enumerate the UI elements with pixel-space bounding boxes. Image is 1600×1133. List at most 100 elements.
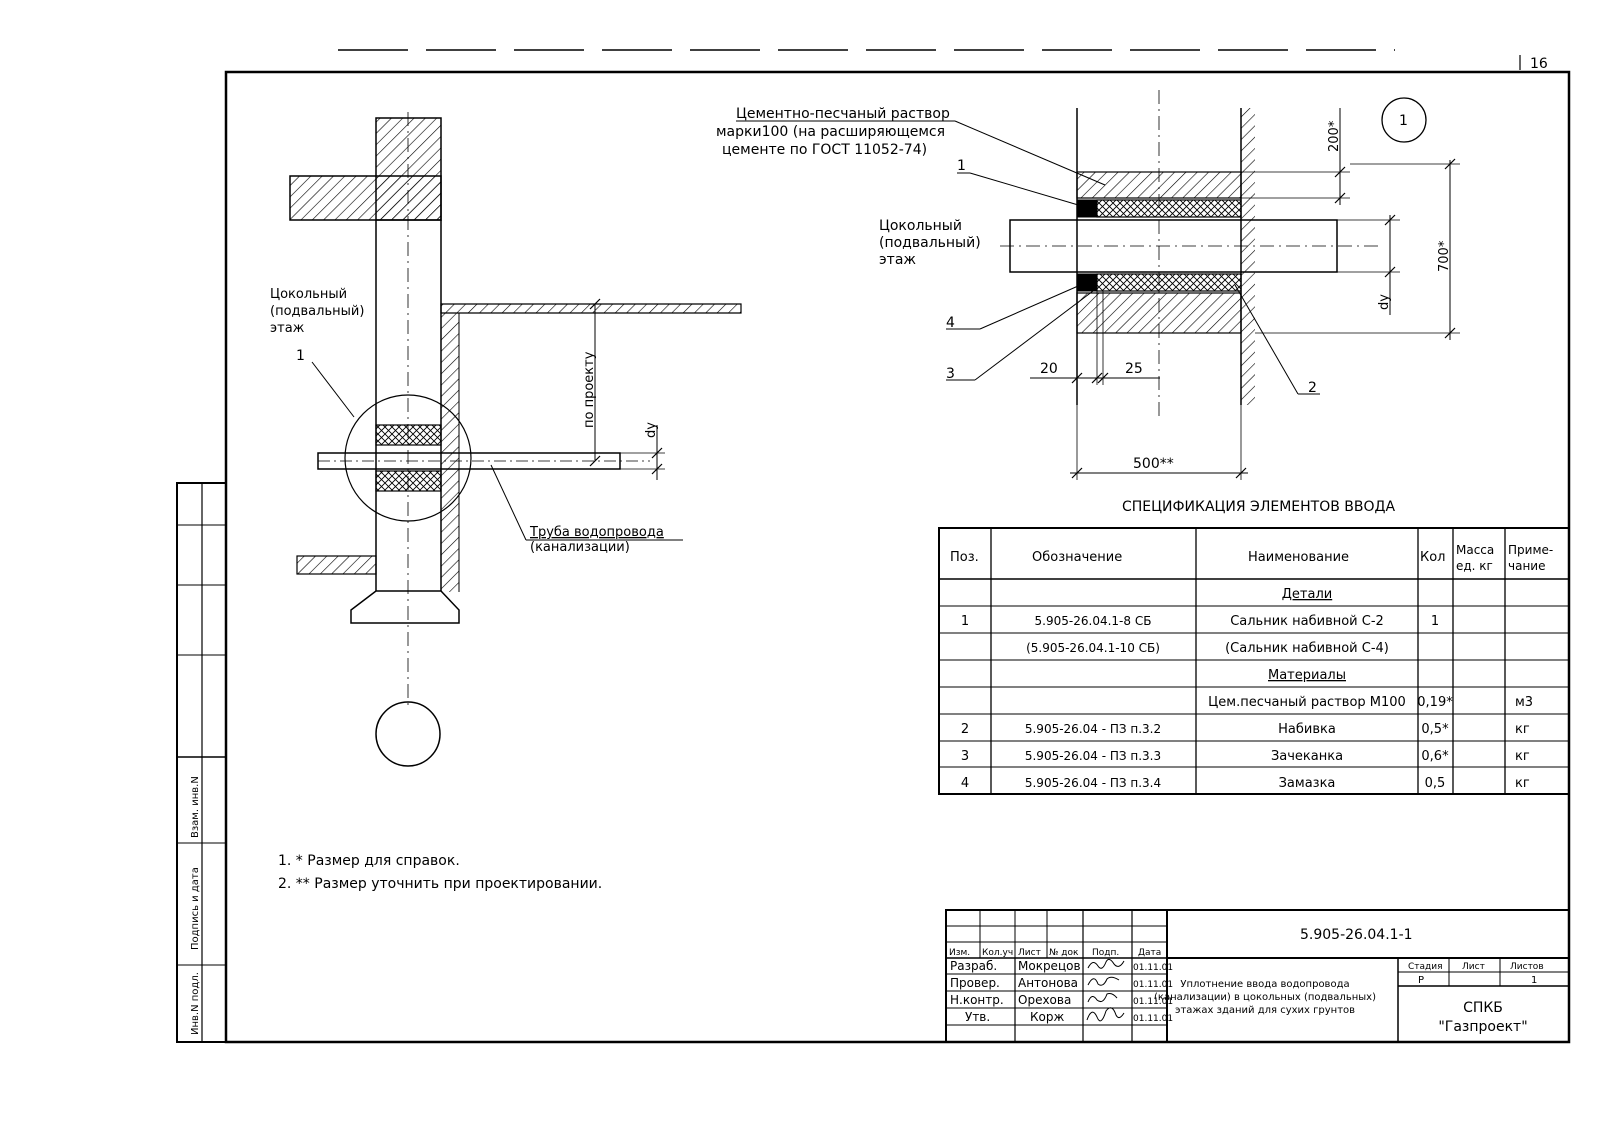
spec-rows: Детали 1 5.905-26.04.1-8 СБ Сальник набивно… (961, 587, 1533, 791)
spec-row-6-pos: 3 (961, 749, 969, 764)
signature-0 (1087, 958, 1125, 969)
tb-stage: Р (1418, 975, 1424, 986)
signature-2 (1087, 993, 1118, 1003)
spec-title: СПЕЦИФИКАЦИЯ ЭЛЕМЕНТОВ ВВОДА (1122, 499, 1395, 515)
spec-row-6-code: 5.905-26.04 - ПЗ п.3.3 (1025, 749, 1161, 763)
spec-row-4-note: м3 (1515, 695, 1533, 710)
right-dim-700: 700* (1437, 240, 1452, 272)
left-floor-label-2: (подвальный) (270, 304, 364, 319)
spec-row-0-name: Детали (1282, 587, 1332, 602)
spec-row-2-name: (Сальник набивной С-4) (1225, 641, 1389, 656)
right-dim-500: 500** (1133, 456, 1174, 472)
tb-name-2: Орехова (1018, 993, 1071, 1007)
right-dim-200: 200* (1327, 120, 1342, 152)
spec-header-name: Наименование (1248, 550, 1349, 565)
tb-name-1: Антонова (1018, 976, 1078, 990)
spec-row-5-note: кг (1515, 722, 1530, 737)
tb-col-date: Дата (1138, 948, 1161, 958)
tb-sheet-header: Лист (1462, 962, 1485, 972)
tb-col-doc: № док (1049, 948, 1079, 958)
spec-row-3-name: Материалы (1268, 668, 1346, 683)
note-2: 2. ** Размер уточнить при проектировании… (278, 876, 602, 892)
tb-sheets-header: Листов (1510, 962, 1544, 972)
tb-role-2: Н.контр. (950, 993, 1004, 1007)
spec-row-4-qty: 0,19* (1417, 695, 1453, 710)
right-floor-label-1: Цокольный (879, 218, 962, 234)
spec-row-1-code: 5.905-26.04.1-8 СБ (1035, 614, 1152, 628)
doc-code: 5.905-26.04.1-1 (1300, 927, 1413, 943)
side-stamp-original: Инв.N подл. (190, 972, 201, 1035)
left-dim-dy: dy (644, 422, 659, 438)
spec-row-5-qty: 0,5* (1421, 722, 1449, 737)
spec-row-2-code: (5.905-26.04.1-10 СБ) (1026, 641, 1160, 655)
tb-date-2: 01.11.01 (1133, 997, 1173, 1007)
spec-row-6-note: кг (1515, 749, 1530, 764)
spec-row-6-name: Зачеканка (1271, 749, 1343, 764)
spec-header-note-2: чание (1508, 559, 1545, 573)
tb-date-3: 01.11.01 (1133, 1014, 1173, 1024)
tb-stage-header: Стадия (1408, 962, 1443, 972)
tb-col-izm: Изм. (949, 948, 970, 958)
spec-row-6-qty: 0,6* (1421, 749, 1449, 764)
spec-row-7-code: 5.905-26.04 - ПЗ п.3.4 (1025, 776, 1161, 790)
tb-col-sign: Подп. (1092, 948, 1119, 958)
spec-header-mass-1: Масса (1456, 543, 1494, 557)
mortar-note-1: Цементно-песчаный раствор (736, 106, 950, 122)
side-stamp-replaced: Взам. инв.N (190, 776, 201, 838)
spec-header-code: Обозначение (1032, 550, 1122, 565)
spec-row-5-code: 5.905-26.04 - ПЗ п.3.2 (1025, 722, 1161, 736)
tb-name-3: Корж (1030, 1010, 1064, 1024)
spec-row-5-pos: 2 (961, 722, 969, 737)
title-block: 5.905-26.04.1-1 Изм. Кол.уч Лист № док П… (945, 909, 1570, 1043)
spec-table: СПЕЦИФИКАЦИЯ ЭЛЕМЕНТОВ ВВОДА Поз. Обозна… (938, 499, 1570, 795)
note-1: 1. * Размер для справок. (278, 853, 460, 869)
right-floor-label-2: (подвальный) (879, 235, 981, 251)
tb-role-1: Провер. (950, 976, 1000, 990)
spec-header-qty: Кол (1420, 550, 1446, 565)
right-callout-2: 2 (1308, 380, 1317, 396)
tb-title-2: (канализации) в цокольных (подвальных) (1154, 992, 1376, 1003)
spec-row-7-note: кг (1515, 776, 1530, 791)
spec-row-1-name: Сальник набивной С-2 (1230, 614, 1384, 629)
spec-row-5-name: Набивка (1278, 722, 1336, 737)
left-floor-label-3: этаж (270, 321, 305, 336)
left-floor-label-1: Цокольный (270, 287, 347, 302)
tb-role-0: Разраб. (950, 959, 997, 973)
right-callout-1: 1 (957, 158, 966, 174)
spec-header-mass-2: ед. кг (1456, 559, 1493, 573)
side-stamp-signature: Подпись и дата (190, 867, 201, 950)
tb-title-3: этажах зданий для сухих грунтов (1175, 1005, 1355, 1016)
tb-col-kolych: Кол.уч (982, 948, 1013, 958)
spec-header-pos: Поз. (950, 550, 979, 565)
left-callout-1: 1 (296, 348, 305, 364)
right-callout-3: 3 (946, 366, 955, 382)
sheet-number: 16 (1530, 56, 1548, 72)
tb-org-1: СПКБ (1463, 1000, 1503, 1016)
mortar-note-3: цементе по ГОСТ 11052-74) (722, 142, 927, 158)
pipe-label-2: (канализации) (530, 540, 630, 555)
right-callout-4: 4 (946, 315, 955, 331)
tb-date-0: 01.11.01 (1133, 963, 1173, 973)
spec-row-4-name: Цем.песчаный раствор М100 (1208, 695, 1406, 710)
tb-date-1: 01.11.01 (1133, 980, 1173, 990)
spec-row-1-qty: 1 (1431, 614, 1439, 629)
pipe-label-1: Труба водопровода (529, 525, 664, 540)
left-dim-project: по проекту (582, 351, 597, 428)
right-dim-25: 25 (1125, 361, 1143, 377)
tb-sheets: 1 (1531, 975, 1537, 986)
spec-row-7-qty: 0,5 (1425, 776, 1446, 791)
tb-role-3: Утв. (965, 1010, 990, 1024)
right-dim-dy: dy (1377, 294, 1392, 310)
right-dim-20: 20 (1040, 361, 1058, 377)
tb-col-list: Лист (1018, 948, 1041, 958)
spec-row-7-pos: 4 (961, 776, 969, 791)
detail-circle-label: 1 (1399, 113, 1408, 129)
mortar-note-2: марки100 (на расширяющемся (716, 124, 945, 140)
right-floor-label-3: этаж (879, 252, 916, 268)
notes: 1. * Размер для справок. 2. ** Размер ут… (278, 853, 602, 892)
tb-name-0: Мокрецов (1018, 959, 1081, 973)
signature-3 (1086, 1007, 1125, 1022)
spec-row-7-name: Замазка (1279, 776, 1336, 791)
right-detail: 1 Цементно-песчаный раствор марки100 (на… (716, 90, 1460, 480)
